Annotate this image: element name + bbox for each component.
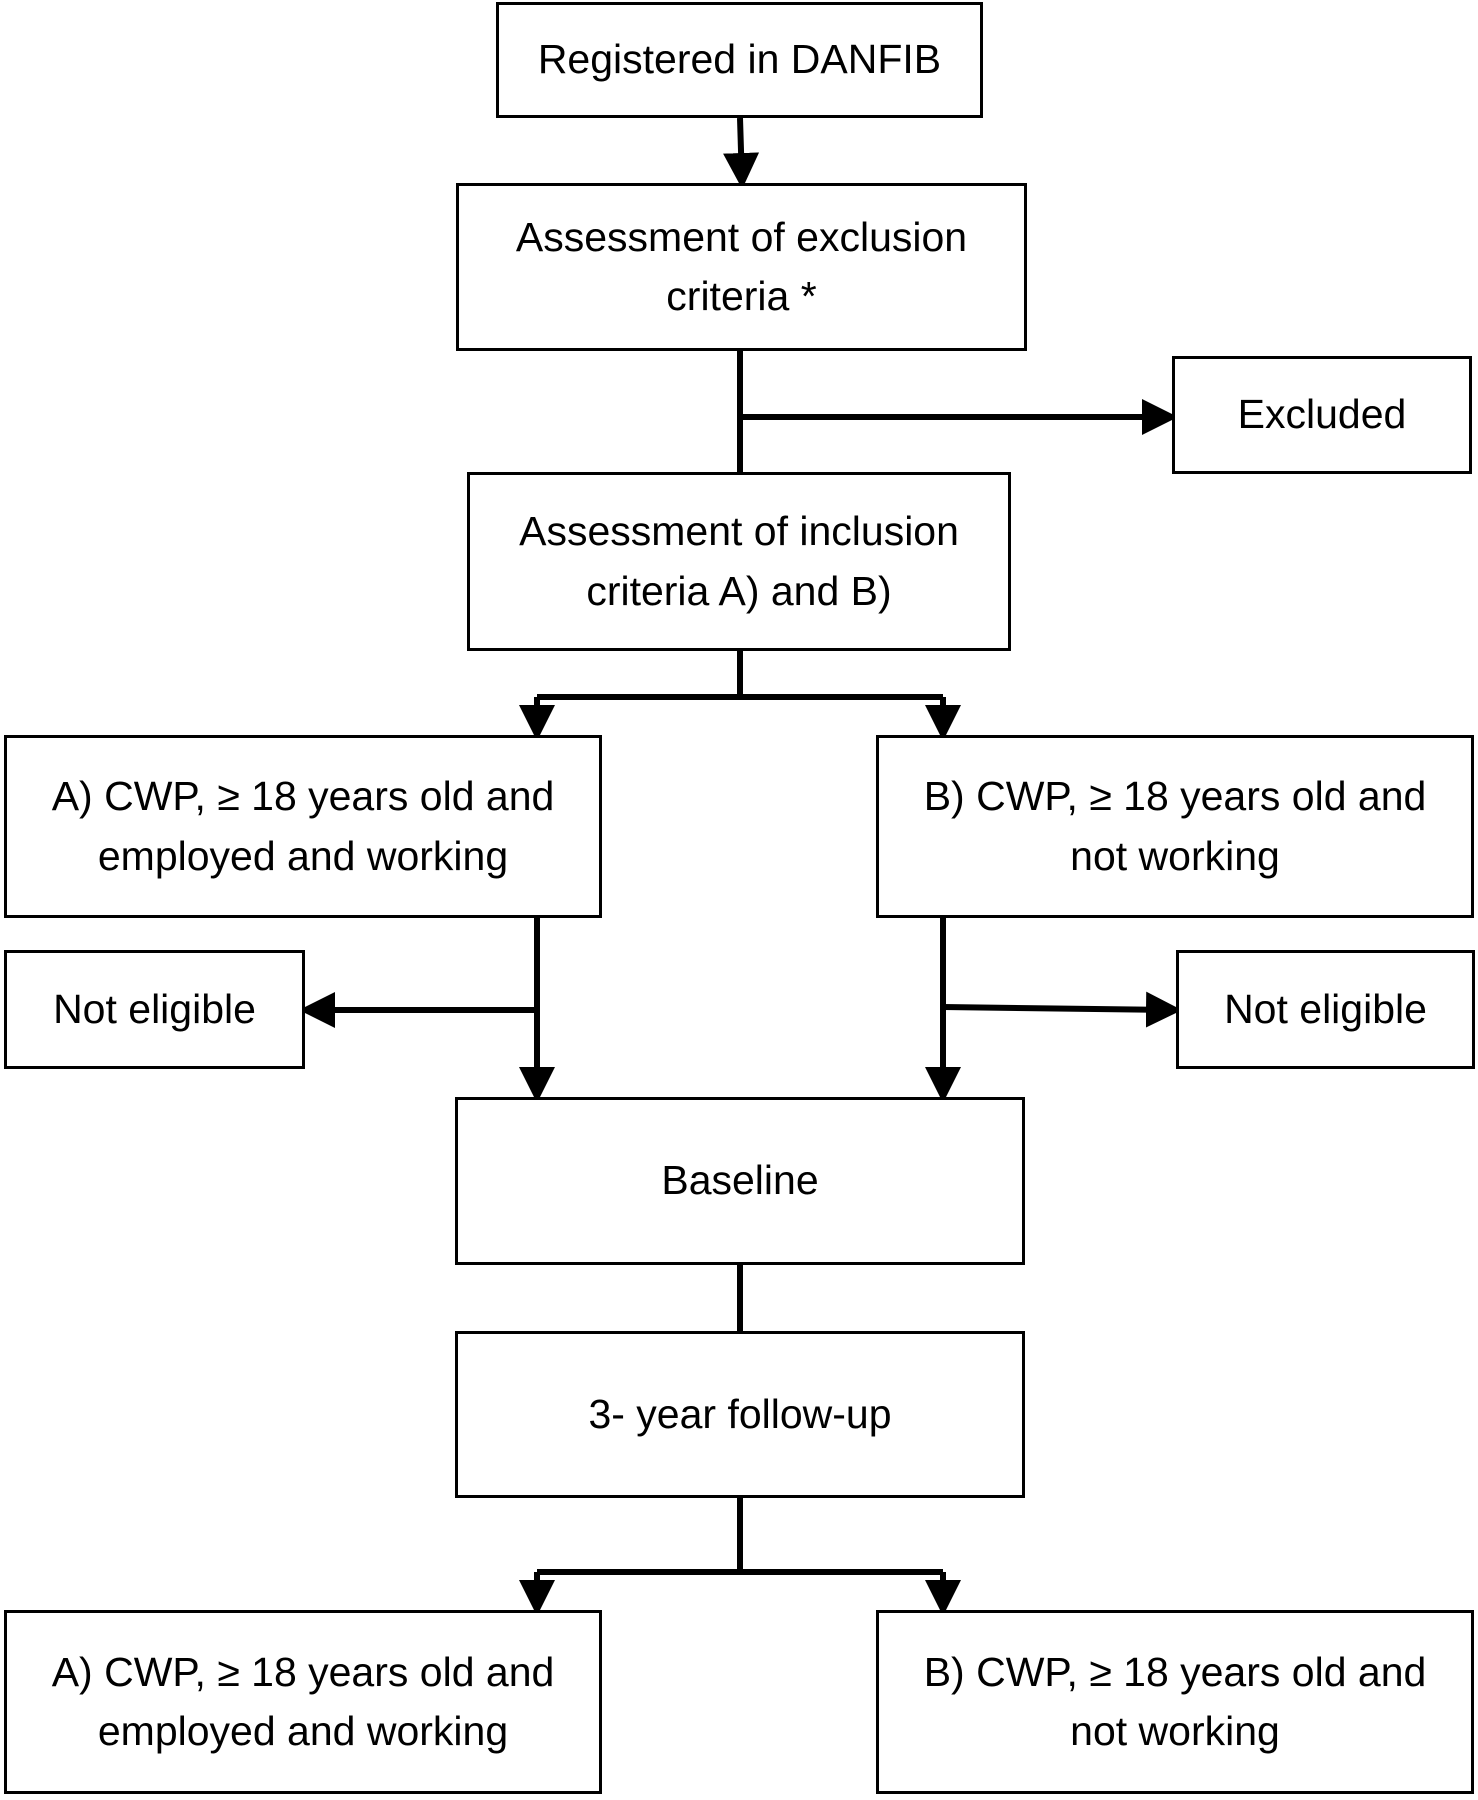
followup-group-b-box: B) CWP, ≥ 18 years old and not working [876, 1610, 1474, 1794]
arrow-registered-to-exclusion [723, 117, 760, 189]
followup-box: 3- year follow-up [455, 1331, 1025, 1498]
followup-group-b-label: B) CWP, ≥ 18 years old and not working [923, 1648, 1427, 1754]
exclusion-criteria-box: Assessment of exclusion criteria * [456, 183, 1027, 351]
not-eligible-right-box: Not eligible [1176, 950, 1475, 1069]
group-b-box: B) CWP, ≥ 18 years old and not working [876, 735, 1474, 918]
followup-group-a-label: A) CWP, ≥ 18 years old and employed and … [51, 1648, 555, 1754]
not-eligible-left-label: Not eligible [53, 985, 256, 1032]
not-eligible-right-label: Not eligible [1224, 985, 1427, 1032]
baseline-box: Baseline [455, 1097, 1025, 1265]
group-b-label: B) CWP, ≥ 18 years old and not working [923, 773, 1427, 879]
group-a-box: A) CWP, ≥ 18 years old and employed and … [4, 735, 602, 918]
excluded-label: Excluded [1237, 391, 1407, 438]
group-a-label: A) CWP, ≥ 18 years old and employed and … [51, 773, 555, 879]
followup-label: 3- year follow-up [588, 1390, 892, 1437]
inclusion-criteria-box: Assessment of inclusion criteria A) and … [467, 472, 1011, 651]
not-eligible-left-box: Not eligible [4, 950, 305, 1069]
baseline-label: Baseline [661, 1157, 819, 1204]
registered-label: Registered in DANFIB [537, 36, 942, 83]
inclusion-criteria-label: Assessment of inclusion criteria A) and … [519, 508, 959, 614]
registered-box: Registered in DANFIB [496, 2, 983, 118]
exclusion-criteria-label: Assessment of exclusion criteria * [515, 213, 968, 319]
excluded-box: Excluded [1172, 356, 1472, 474]
followup-group-a-box: A) CWP, ≥ 18 years old and employed and … [4, 1610, 602, 1794]
arrow-to-not-eligible-right [942, 991, 1182, 1028]
